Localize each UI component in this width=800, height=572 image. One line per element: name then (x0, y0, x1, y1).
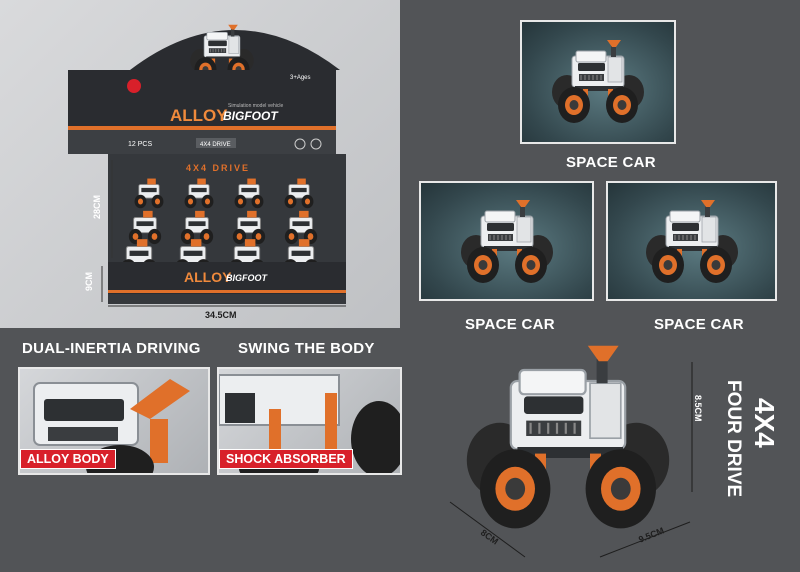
main-product (440, 332, 700, 567)
dim-label-height: 28CM (92, 195, 102, 220)
display-box-illustration: ALLOY BIGFOOT Simulation model vehicle 3… (68, 24, 346, 307)
front-brand-script: BIGFOOT (226, 273, 268, 283)
tray-title: 4X4 DRIVE (186, 163, 250, 173)
count-label: 12 PCS (128, 141, 152, 148)
front-panel (108, 262, 346, 294)
drive-big-text: 4X4 (749, 398, 780, 448)
header-divider (68, 126, 336, 130)
brand-logo (127, 79, 141, 93)
truck-image (551, 39, 645, 124)
header-band (68, 70, 336, 128)
display-box-panel: ALLOY BIGFOOT Simulation model vehicle 3… (0, 0, 400, 328)
feature-label: SHOCK ABSORBER (219, 449, 353, 469)
front-brand-word: ALLOY (184, 269, 232, 285)
truck-image (645, 199, 739, 284)
dim-line-length (449, 501, 526, 558)
age-label: 3+Ages (290, 75, 311, 81)
shock-absorber-closeup (219, 374, 400, 473)
feature-photo-alloy-body: ALLOY BODY (18, 367, 210, 475)
product-caption: SPACE CAR (566, 154, 656, 171)
feature-label: ALLOY BODY (20, 449, 116, 469)
feature-heading: SWING THE BODY (238, 340, 375, 357)
product-photo (520, 20, 676, 144)
dim-label-depth: 9CM (84, 272, 94, 292)
brand-word: ALLOY (170, 106, 228, 125)
front-divider (108, 290, 346, 293)
alloy-body-closeup (33, 379, 190, 473)
drive-text: FOUR DRIVE (723, 380, 744, 498)
feature-heading: DUAL-INERTIA DRIVING (22, 340, 201, 357)
dim-label-width: 34.5CM (205, 310, 237, 320)
product-photo (606, 181, 777, 301)
dim-line-width (599, 521, 691, 558)
truck-image (460, 199, 554, 284)
feature-photo-shock-absorber: SHOCK ABSORBER (217, 367, 402, 475)
cert-icon-1 (294, 138, 306, 150)
cert-icon-2 (310, 138, 322, 150)
drive-badge-text: 4X4 DRIVE (200, 142, 231, 148)
product-photo (419, 181, 594, 301)
product-caption: SPACE CAR (654, 316, 744, 333)
main-truck-image (465, 344, 671, 530)
drive-badge (196, 138, 236, 148)
brand-script: BIGFOOT (223, 109, 279, 123)
product-caption: SPACE CAR (465, 316, 555, 333)
brand-subtitle: Simulation model vehicle (228, 103, 284, 109)
dim-label-height: 8.5CM (693, 395, 703, 422)
